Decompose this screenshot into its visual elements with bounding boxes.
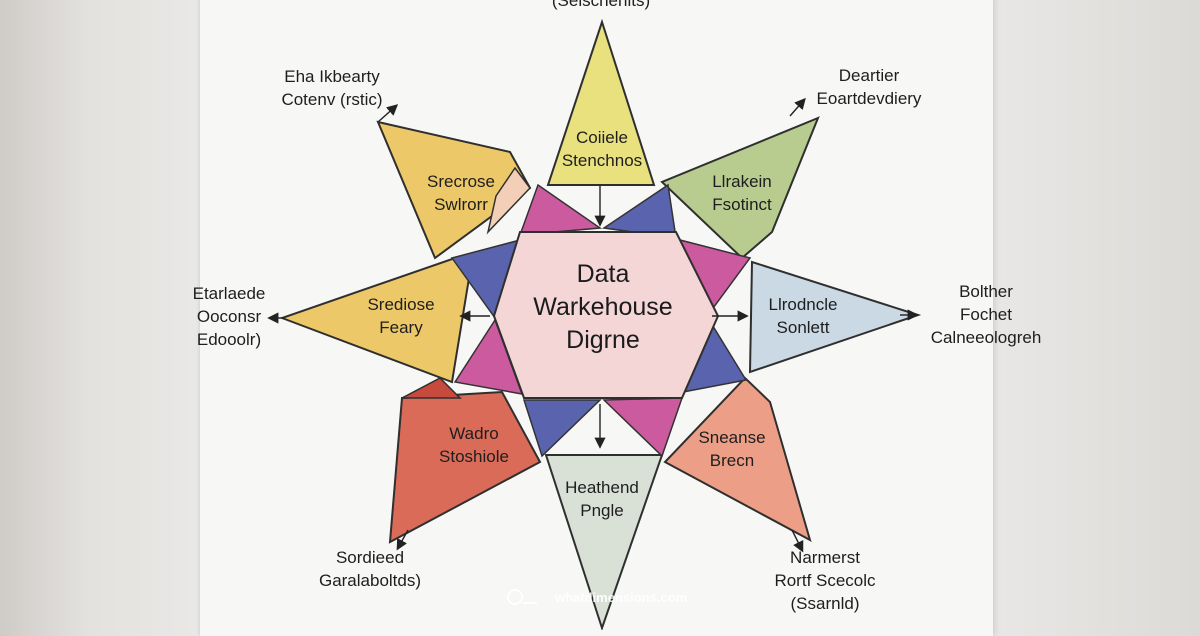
label-right-point-line1: Llrodncle bbox=[768, 295, 838, 314]
label-upper-right-point-line2: Fsotinct bbox=[712, 195, 772, 214]
label-lower-left-point-line1: Wadro bbox=[449, 424, 499, 443]
outer-label-upper-left: Eha Ikbearty Cotenv (rstic) bbox=[262, 65, 402, 111]
center-title: Data Warkehouse Digrne bbox=[508, 258, 698, 357]
outer-label-lower-right-line3: (Ssarnld) bbox=[790, 594, 860, 613]
label-upper-left-point: Srecrose Swlrorr bbox=[405, 170, 517, 216]
center-title-line2: Warkehouse bbox=[533, 293, 673, 321]
label-bottom-point: Heathend Pngle bbox=[546, 476, 658, 522]
outer-label-right-line1: Bolther bbox=[959, 282, 1013, 301]
tri-magenta-bottom-right bbox=[602, 397, 684, 458]
outer-label-left: Etarlaede Ooconsr Edooolr) bbox=[176, 282, 282, 351]
center-hexagon bbox=[492, 231, 720, 399]
top-caption: (Seischenits) bbox=[551, 0, 651, 10]
label-upper-right-point: Llrakein Fsotinct bbox=[686, 170, 798, 216]
callout-lower-right bbox=[791, 529, 804, 553]
outer-label-right-line2: Fochet bbox=[960, 305, 1012, 324]
tri-blue-top-right bbox=[601, 183, 677, 239]
watermark: whatdimensions.com bbox=[507, 587, 687, 607]
outer-label-left-line1: Etarlaede bbox=[192, 284, 266, 303]
callout-lower-left bbox=[396, 529, 409, 551]
label-lower-right-point: Sneanse Brecn bbox=[676, 426, 788, 472]
outer-label-upper-right: Deartier Eoartdevdiery bbox=[800, 64, 938, 110]
label-lower-left-point: Wadro Stoshiole bbox=[418, 422, 530, 468]
center-title-line1: Data bbox=[576, 260, 630, 288]
label-lower-right-point-line1: Sneanse bbox=[698, 428, 766, 447]
label-left-point-line1: Srediose bbox=[367, 295, 435, 314]
label-top-point-line2: Stenchnos bbox=[561, 151, 643, 170]
callout-upper-left bbox=[377, 104, 399, 123]
label-top-point-line1: Coiiele bbox=[576, 128, 628, 147]
label-bottom-point-line1: Heathend bbox=[565, 478, 639, 497]
label-bottom-point-line2: Pngle bbox=[580, 501, 624, 520]
star-point-right bbox=[748, 260, 922, 374]
star-point-lower-left-accent bbox=[401, 377, 462, 399]
label-left-point-line2: Feary bbox=[379, 318, 423, 337]
search-icon bbox=[507, 589, 537, 605]
star-point-upper-left-accent bbox=[486, 166, 531, 235]
label-right-point: Llrodncle Sonlett bbox=[747, 293, 859, 339]
star-point-lower-left bbox=[388, 390, 542, 544]
callout-upper-right bbox=[789, 97, 806, 117]
outer-label-upper-left-line1: Eha Ikbearty bbox=[284, 67, 380, 86]
label-upper-right-point-line1: Llrakein bbox=[712, 172, 772, 191]
tri-magenta-top-left bbox=[518, 183, 603, 236]
outer-label-right-line3: Calneeologreh bbox=[930, 328, 1042, 347]
outer-label-lower-right-line1: Narmerst bbox=[790, 548, 860, 567]
outer-label-right: Bolther Fochet Calneeologreh bbox=[924, 280, 1048, 349]
label-top-point: Coiiele Stenchnos bbox=[540, 126, 664, 172]
label-upper-left-point-line2: Swlrorr bbox=[434, 195, 488, 214]
label-upper-left-point-line1: Srecrose bbox=[426, 172, 496, 191]
label-right-point-line2: Sonlett bbox=[776, 318, 830, 337]
tri-blue-bottom-left bbox=[522, 399, 602, 458]
outer-label-lower-right-line2: Rortf Scecolc bbox=[774, 571, 876, 590]
outer-label-left-line2: Ooconsr bbox=[196, 307, 262, 326]
watermark-text: whatdimensions.com bbox=[555, 589, 688, 605]
outer-label-lower-left-line1: Sordieed bbox=[335, 548, 405, 567]
outer-label-lower-left-line2: Garalaboltds) bbox=[318, 571, 422, 590]
label-lower-right-point-line2: Brecn bbox=[709, 451, 755, 470]
star-point-top bbox=[546, 18, 656, 186]
center-title-line3: Digrne bbox=[566, 326, 640, 354]
label-lower-left-point-line2: Stoshiole bbox=[439, 447, 509, 466]
outer-label-upper-left-line2: Cotenv (rstic) bbox=[281, 90, 383, 109]
outer-label-lower-right: Narmerst Rortf Scecolc (Ssarnld) bbox=[752, 546, 898, 615]
outer-label-lower-left: Sordieed Garalaboltds) bbox=[300, 546, 440, 592]
outer-label-upper-right-line2: Eoartdevdiery bbox=[816, 89, 922, 108]
label-left-point: Srediose Feary bbox=[345, 293, 457, 339]
outer-label-left-line3: Edooolr) bbox=[196, 330, 262, 349]
outer-label-upper-right-line1: Deartier bbox=[838, 66, 900, 85]
star-point-bottom bbox=[544, 454, 664, 630]
